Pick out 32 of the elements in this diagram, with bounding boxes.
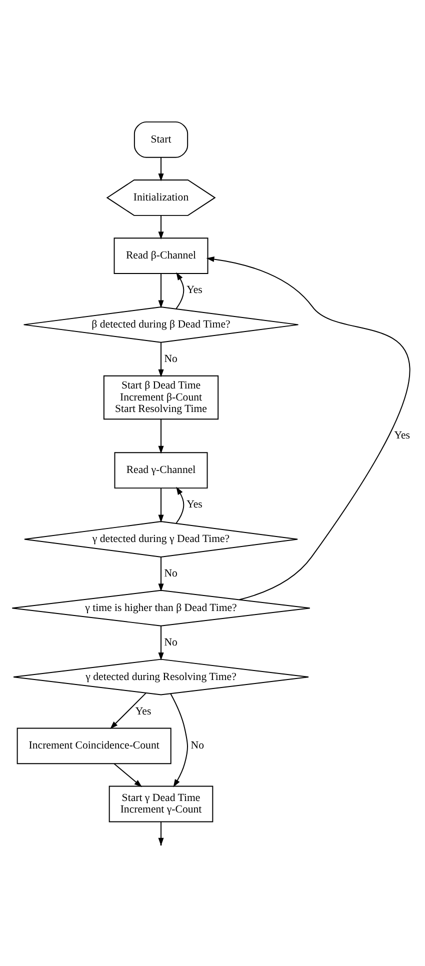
arrow xyxy=(158,214,164,239)
edge-label: No xyxy=(164,636,178,648)
arrow xyxy=(158,625,164,660)
node-diamond: γ detected during γ Dead Time? xyxy=(24,520,298,557)
node-diamond: β detected during β Dead Time? xyxy=(23,306,299,342)
arrow xyxy=(158,487,164,522)
arrow xyxy=(206,256,410,600)
node-box: Start β Dead Time Increment β-Count Start Resolving Time xyxy=(103,374,219,420)
node-box: Start xyxy=(134,120,188,158)
arrow xyxy=(158,556,164,592)
edge-label: Yes xyxy=(186,283,202,296)
edge-label: Yes xyxy=(394,429,410,442)
arrow xyxy=(158,272,164,308)
arrow xyxy=(158,341,164,377)
node-diamond: γ detected during Resolving Time? xyxy=(13,658,309,695)
node-box: Read γ-Channel xyxy=(114,452,208,488)
arrow xyxy=(114,762,142,787)
arrow xyxy=(170,692,188,787)
arrow xyxy=(110,692,146,728)
edge-label: Yes xyxy=(135,704,152,717)
edge-label: No xyxy=(190,739,204,752)
arrow xyxy=(158,418,164,454)
edge-label: Yes xyxy=(186,498,202,510)
arrow xyxy=(176,486,184,524)
node-box: Increment Coincidence-Count xyxy=(16,727,172,764)
edge-label: No xyxy=(164,566,178,579)
arrow xyxy=(158,156,164,181)
edge-label: No xyxy=(164,352,178,364)
node-diamond: γ time is higher than β Dead Time? xyxy=(12,589,310,626)
node-box: Start γ Dead Time Increment γ-Count xyxy=(108,785,214,822)
arrow xyxy=(176,272,184,309)
node-box: Read β-Channel xyxy=(114,237,208,274)
